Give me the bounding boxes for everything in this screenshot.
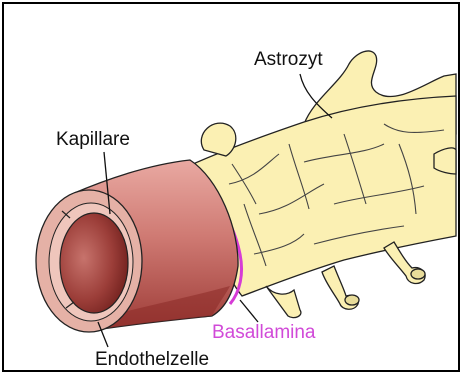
- label-basallamina: Basallamina: [212, 323, 316, 342]
- label-astrozyt: Astrozyt: [254, 50, 323, 69]
- label-endothelzelle: Endothelzelle: [95, 350, 209, 369]
- capillary-astrocyte-illustration: [4, 4, 458, 370]
- label-kapillare: Kapillare: [56, 130, 130, 149]
- diagram-frame: Astrozyt Kapillare Basallamina Endothelz…: [2, 2, 460, 372]
- capillary-tube: [36, 160, 238, 332]
- leader-basallamina: [240, 300, 258, 322]
